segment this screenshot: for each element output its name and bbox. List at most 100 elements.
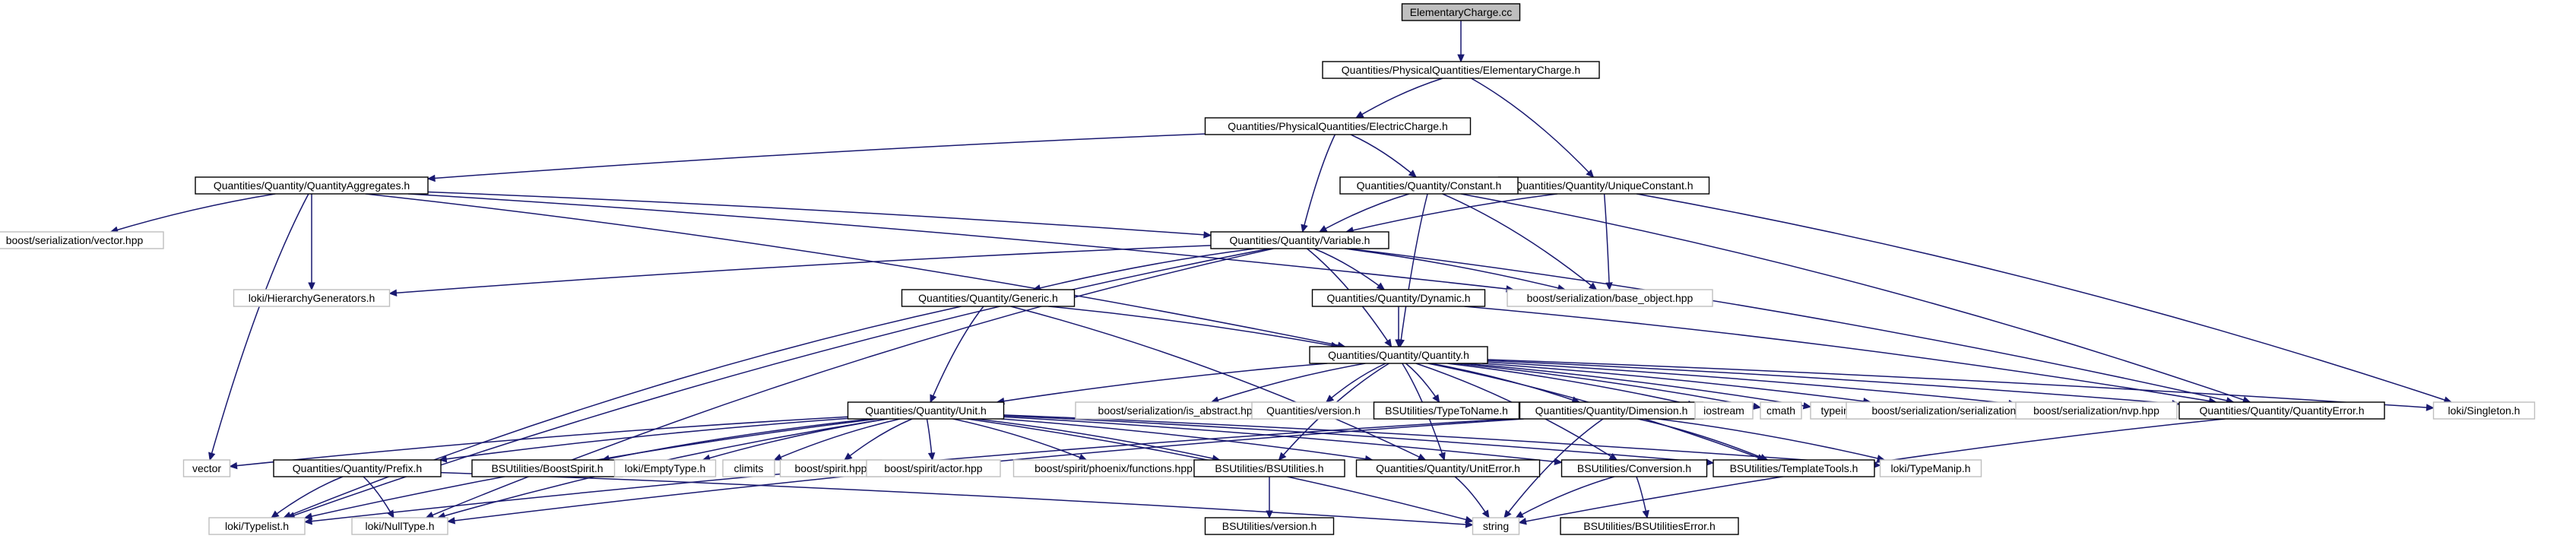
- node-bsu[interactable]: BSUtilities/BSUtilities.h: [1193, 459, 1345, 477]
- node-hier[interactable]: loki/HierarchyGenerators.h: [233, 289, 391, 307]
- node-qerr[interactable]: Quantities/Quantity/QuantityError.h: [2178, 401, 2385, 420]
- node-label: boost/serialization/is_abstract.hpp: [1098, 404, 1259, 417]
- node-ttools[interactable]: BSUtilities/TemplateTools.h: [1713, 459, 1875, 477]
- node-agg[interactable]: Quantities/Quantity/QuantityAggregates.h: [195, 176, 429, 195]
- node-box: [182, 459, 231, 477]
- arrowhead: [1325, 395, 1335, 403]
- node-label: Quantities/Quantity/QuantityError.h: [2199, 404, 2364, 417]
- node-ec_h[interactable]: Quantities/PhysicalQuantities/Elementary…: [1322, 61, 1600, 79]
- node-dyn[interactable]: Quantities/Quantity/Dynamic.h: [1311, 289, 1486, 307]
- edge-unit-to-empty: [702, 418, 889, 461]
- edge-agg-to-var: [427, 191, 1212, 236]
- edge-gen-to-qty: [1048, 306, 1339, 347]
- node-qty[interactable]: Quantities/Quantity/Quantity.h: [1309, 346, 1488, 364]
- arrowhead: [844, 452, 853, 461]
- arrowhead: [425, 511, 435, 518]
- edge-unit-to-prefix: [439, 417, 848, 461]
- node-box: [1339, 176, 1519, 195]
- node-gen[interactable]: Quantities/Quantity/Generic.h: [901, 289, 1076, 307]
- node-qver[interactable]: Quantities/version.h: [1251, 401, 1376, 420]
- node-bso[interactable]: boost/serialization/base_object.hpp: [1507, 289, 1713, 307]
- edge-uconst-to-var: [1345, 193, 1557, 233]
- edge-uconst-to-bso: [1603, 193, 1611, 290]
- node-box: [1560, 459, 1708, 477]
- edges-layer: [109, 21, 2453, 528]
- node-isabs[interactable]: boost/serialization/is_abstract.hpp: [1075, 401, 1282, 420]
- edge-unit-to-vector: [230, 416, 848, 468]
- node-tmanip[interactable]: loki/TypeManip.h: [1879, 459, 1982, 477]
- node-uconst[interactable]: Quantities/Quantity/UniqueConstant.h: [1497, 176, 1710, 195]
- node-vector[interactable]: vector: [182, 459, 231, 477]
- node-phoenix[interactable]: boost/spirit/phoenix/functions.hpp: [1012, 459, 1215, 477]
- node-unit[interactable]: Quantities/Quantity/Unit.h: [847, 401, 1005, 420]
- node-bspirit[interactable]: BSUtilities/BoostSpirit.h: [471, 459, 623, 477]
- edge-gen-to-typelist: [283, 306, 962, 518]
- node-iostream[interactable]: iostream: [1694, 401, 1754, 420]
- arrowhead: [930, 394, 937, 404]
- node-label: vector: [192, 462, 221, 474]
- node-box: [901, 289, 1076, 307]
- arrowhead: [1078, 454, 1088, 461]
- node-nulltype[interactable]: loki/NullType.h: [351, 517, 448, 535]
- node-spirit[interactable]: boost/spirit.hpp: [779, 459, 882, 477]
- node-box: [1401, 3, 1521, 21]
- node-elec_h[interactable]: Quantities/PhysicalQuantities/ElectricCh…: [1204, 117, 1472, 135]
- node-box: [351, 517, 448, 535]
- arrowhead: [1588, 282, 1598, 290]
- arrowhead: [387, 509, 394, 519]
- node-bss[interactable]: boost/serialization/serialization.hpp: [1846, 401, 2063, 420]
- node-label: loki/Typelist.h: [225, 520, 289, 532]
- node-label: Quantities/Quantity/Generic.h: [918, 292, 1058, 304]
- node-bsv[interactable]: boost/serialization/vector.hpp: [0, 231, 164, 249]
- node-cmath[interactable]: cmath: [1760, 401, 1802, 420]
- arrowhead: [303, 512, 313, 520]
- node-conv[interactable]: BSUtilities/Conversion.h: [1560, 459, 1708, 477]
- node-typelist[interactable]: loki/Typelist.h: [208, 517, 306, 535]
- node-label: loki/Singleton.h: [2448, 404, 2521, 417]
- node-label: BSUtilities/Conversion.h: [1577, 462, 1691, 474]
- arrowhead: [1586, 169, 1595, 178]
- node-singleton[interactable]: loki/Singleton.h: [2432, 401, 2536, 420]
- node-uerr[interactable]: Quantities/Quantity/UnitError.h: [1355, 459, 1541, 477]
- node-climits[interactable]: climits: [722, 459, 775, 477]
- node-box: [1193, 459, 1345, 477]
- edge-qty-to-iostream: [1447, 363, 1696, 407]
- arrowhead: [388, 289, 398, 297]
- edge-agg-to-vector: [209, 193, 309, 461]
- node-box: [722, 459, 775, 477]
- arrowhead: [1752, 402, 1762, 411]
- edge-gen-to-uerr: [1010, 306, 1426, 461]
- node-label: boost/spirit/actor.hpp: [884, 462, 982, 474]
- node-label: boost/spirit/phoenix/functions.hpp: [1035, 462, 1193, 474]
- node-actor[interactable]: boost/spirit/actor.hpp: [866, 459, 1001, 477]
- node-box: [208, 517, 306, 535]
- edge-elec_h-to-var: [1301, 134, 1336, 233]
- edge-unit-to-uerr: [1001, 418, 1373, 461]
- node-label: climits: [734, 462, 764, 474]
- edge-var-to-gen: [1033, 248, 1255, 290]
- node-ttn[interactable]: BSUtilities/TypeToName.h: [1373, 401, 1520, 420]
- node-box: [233, 289, 391, 307]
- node-prefix[interactable]: Quantities/Quantity/Prefix.h: [273, 459, 442, 477]
- node-label: boost/serialization/nvp.hpp: [2033, 404, 2159, 417]
- node-const[interactable]: Quantities/Quantity/Constant.h: [1339, 176, 1519, 195]
- node-empty[interactable]: loki/EmptyType.h: [613, 459, 717, 477]
- node-var[interactable]: Quantities/Quantity/Variable.h: [1210, 231, 1389, 249]
- node-box: [1560, 517, 1739, 535]
- node-label: Quantities/PhysicalQuantities/ElectricCh…: [1228, 120, 1447, 132]
- arrowhead: [1395, 339, 1402, 348]
- node-bsuver[interactable]: BSUtilities/version.h: [1204, 517, 1335, 535]
- edge-const-to-var: [1319, 193, 1410, 233]
- edge-const-to-bso: [1442, 193, 1597, 290]
- node-label: BSUtilities/version.h: [1222, 520, 1317, 532]
- node-label: Quantities/Quantity/Constant.h: [1357, 179, 1502, 192]
- edge-qty-to-bss: [1482, 363, 1871, 403]
- node-nvp[interactable]: boost/serialization/nvp.hpp: [2015, 401, 2178, 420]
- edge-prefix-to-typelist: [271, 476, 344, 518]
- arrowhead: [229, 461, 238, 470]
- node-box: [1204, 517, 1335, 535]
- node-bsuerr[interactable]: BSUtilities/BSUtilitiesError.h: [1560, 517, 1739, 535]
- node-ec_cc[interactable]: ElementaryCharge.cc: [1401, 3, 1521, 21]
- node-dim[interactable]: Quantities/Quantity/Dimension.h: [1519, 401, 1704, 420]
- node-string[interactable]: string: [1472, 517, 1520, 535]
